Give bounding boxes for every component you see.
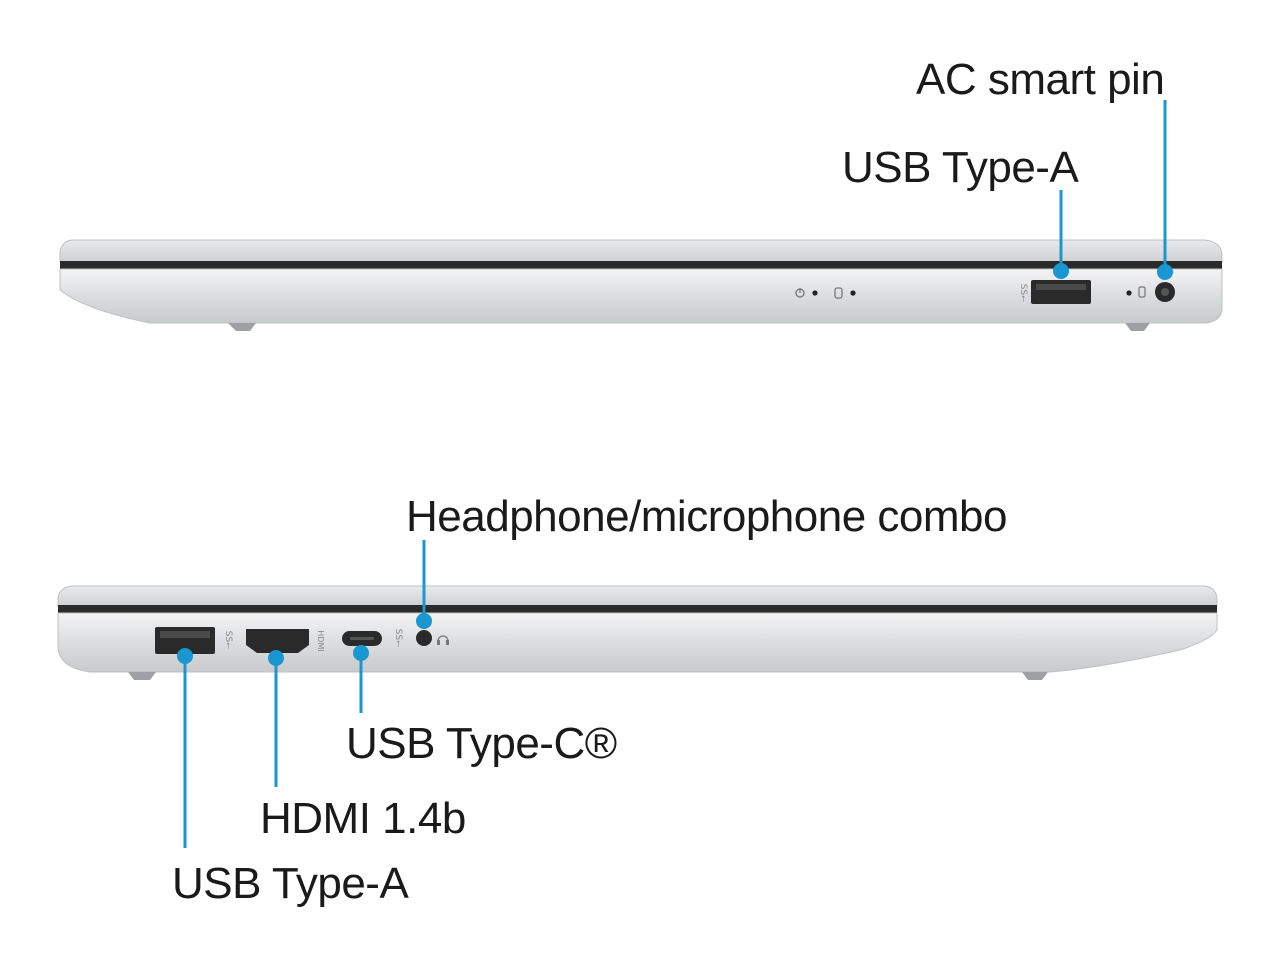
headphone-jack bbox=[416, 630, 432, 646]
foot-left bbox=[228, 323, 256, 331]
callout-hdmi bbox=[268, 650, 284, 787]
hdmi-port bbox=[246, 629, 309, 653]
foot-right bbox=[1022, 672, 1048, 680]
usb-mark-left: SS⭠ bbox=[223, 631, 233, 650]
label-usb-type-a-left: USB Type-A bbox=[172, 859, 409, 908]
headset-icon bbox=[437, 635, 449, 645]
callout-ac-pin bbox=[1157, 100, 1173, 280]
hdmi-mark: HDMI bbox=[316, 630, 325, 651]
laptop-left-side: SS⭠ HDMI SS⭠ bbox=[57, 585, 1218, 680]
power-led-icon bbox=[795, 288, 818, 298]
base bbox=[59, 268, 1223, 324]
lid-seam bbox=[58, 605, 1217, 613]
usb-a-port-right bbox=[1031, 280, 1091, 304]
foot-right bbox=[1125, 323, 1150, 331]
lid bbox=[59, 239, 1223, 263]
callout-headphone bbox=[416, 540, 432, 629]
label-headphone-mic-combo: Headphone/microphone combo bbox=[406, 492, 1007, 541]
callout-usb-a-left bbox=[177, 648, 193, 848]
laptop-right-side: SS⭠ bbox=[59, 239, 1223, 331]
usb-c-mark: SS⭠ bbox=[393, 629, 403, 648]
usb-mark-right: SS⭠ bbox=[1018, 284, 1028, 303]
lid-seam bbox=[60, 261, 1222, 269]
callout-usb-c bbox=[353, 645, 369, 713]
charge-led-icon bbox=[1126, 286, 1146, 298]
label-ac-smart-pin: AC smart pin bbox=[916, 55, 1165, 104]
label-usb-type-c: USB Type-C® bbox=[346, 719, 617, 768]
label-usb-type-a-right: USB Type-A bbox=[842, 143, 1079, 192]
drive-led-icon bbox=[834, 287, 856, 299]
callout-usb-a-right bbox=[1053, 190, 1069, 279]
base bbox=[57, 612, 1218, 673]
label-hdmi: HDMI 1.4b bbox=[260, 794, 466, 843]
foot-left bbox=[128, 672, 156, 680]
lid bbox=[57, 585, 1218, 607]
